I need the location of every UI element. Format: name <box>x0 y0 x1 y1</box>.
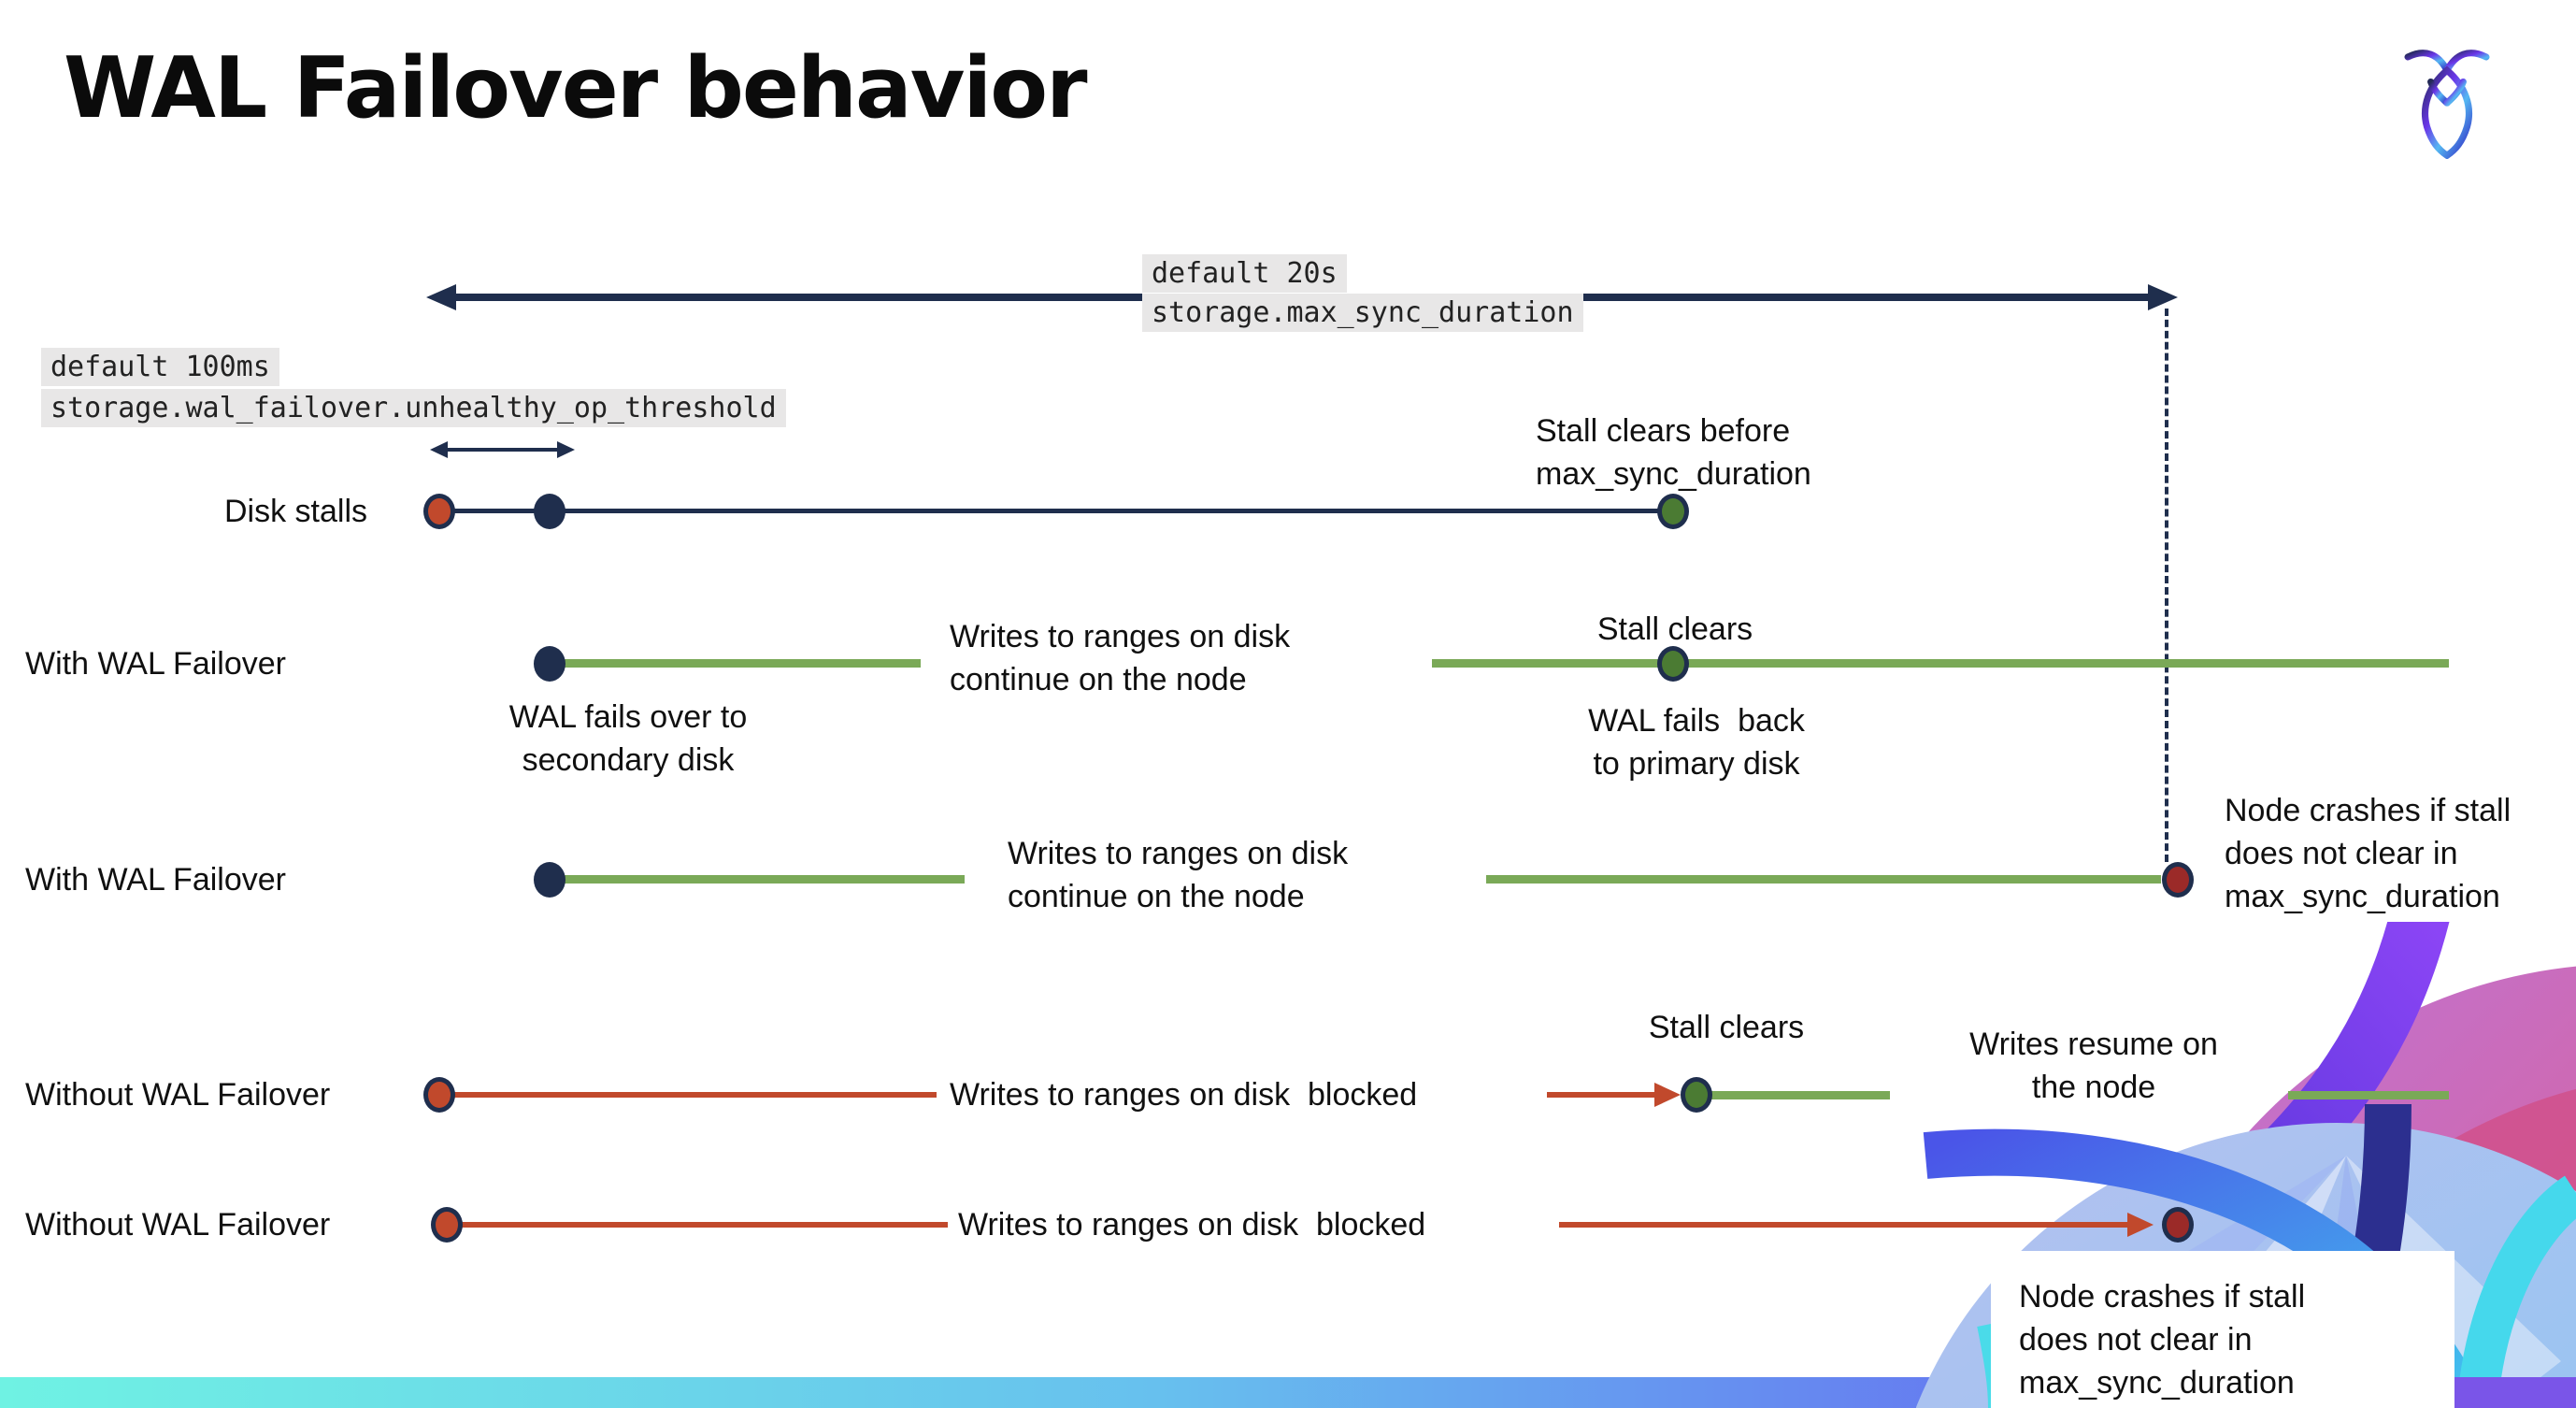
row-label-disk-stalls: Disk stalls <box>224 494 368 529</box>
stall-clears-dot-row2 <box>1657 646 1689 682</box>
failover-threshold-dot <box>534 494 565 529</box>
node-crash-dot-row5 <box>2162 1207 2194 1243</box>
node-crashes-callout-box: Node crashes if stall does not clear in … <box>1991 1251 2454 1408</box>
node-crash-dot-row3 <box>2162 862 2194 898</box>
writes-continue-annotation-row3: Writes to ranges on disk continue on the… <box>1008 836 1349 914</box>
writes-continue-annotation-row2: Writes to ranges on disk continue on the… <box>950 619 1291 697</box>
green-line-row4-b <box>2288 1091 2449 1099</box>
label-storage-max-sync-duration: storage.max_sync_duration <box>1142 294 1583 332</box>
red-line-row4-a <box>454 1092 937 1098</box>
stall-clears-dot-row1 <box>1657 494 1689 529</box>
disk-stall-start-dot <box>423 494 455 529</box>
red-line-row5-a <box>462 1222 948 1228</box>
green-line-row2-b <box>1432 659 2449 668</box>
arrowhead-right-icon <box>2148 284 2178 310</box>
node-crashes-annotation-row3: Node crashes if stall does not clear in … <box>2225 793 2512 914</box>
green-line-row2-a <box>561 659 921 668</box>
label-storage-wal-failover-unhealthy-op-threshold: storage.wal_failover.unhealthy_op_thresh… <box>41 389 786 427</box>
cockroachdb-logo-icon <box>2404 50 2490 159</box>
writes-resume-annotation: Writes resume on the node <box>1969 1027 2218 1105</box>
stall-clears-annotation-row2: Stall clears <box>1596 611 1753 647</box>
green-line-row4-a <box>1710 1091 1890 1099</box>
label-default-20s: default 20s <box>1142 254 1347 293</box>
row-label-with-wal-failover-2: With WAL Failover <box>25 862 286 898</box>
small-arrowhead-left-icon <box>430 441 448 458</box>
stall-dot-row5 <box>431 1207 463 1243</box>
small-arrowhead-right-icon <box>557 441 575 458</box>
wal-fails-back-annotation: WAL fails back to primary disk <box>1588 703 1805 782</box>
green-line-row3-b <box>1486 875 2161 884</box>
node-crashes-annotation-row5: Node crashes if stall does not clear in … <box>2019 1279 2306 1401</box>
max-sync-deadline-dashed-line <box>2165 309 2168 862</box>
red-arrowhead-row4-icon <box>1654 1083 1681 1107</box>
failover-dot-row3 <box>534 862 565 898</box>
stall-dot-row4 <box>423 1077 455 1113</box>
label-default-100ms: default 100ms <box>41 348 279 386</box>
row-label-without-wal-failover-1: Without WAL Failover <box>25 1077 331 1113</box>
unhealthy-op-threshold-span-line <box>443 448 561 452</box>
green-line-row3-a <box>563 875 965 884</box>
stall-clears-annotation-row4: Stall clears <box>1648 1010 1805 1045</box>
row-label-with-wal-failover-1: With WAL Failover <box>25 646 286 682</box>
stall-clears-before-annotation: Stall clears before max_sync_duration <box>1536 413 1811 492</box>
disk-stall-timeline <box>439 509 1673 513</box>
arrowhead-left-icon <box>426 284 456 310</box>
red-arrowhead-row5-icon <box>2127 1213 2154 1237</box>
stall-clears-dot-row4 <box>1681 1077 1712 1113</box>
page-title: WAL Failover behavior <box>64 39 1087 137</box>
red-line-row5-b <box>1559 1222 2131 1228</box>
failover-dot-row2 <box>534 646 565 682</box>
writes-blocked-annotation-row5: Writes to ranges on disk blocked <box>958 1207 1426 1243</box>
red-line-row4-b <box>1547 1092 1657 1098</box>
writes-blocked-annotation-row4: Writes to ranges on disk blocked <box>950 1077 1418 1113</box>
wal-fails-over-annotation: WAL fails over to secondary disk <box>508 699 748 778</box>
row-label-without-wal-failover-2: Without WAL Failover <box>25 1207 331 1243</box>
